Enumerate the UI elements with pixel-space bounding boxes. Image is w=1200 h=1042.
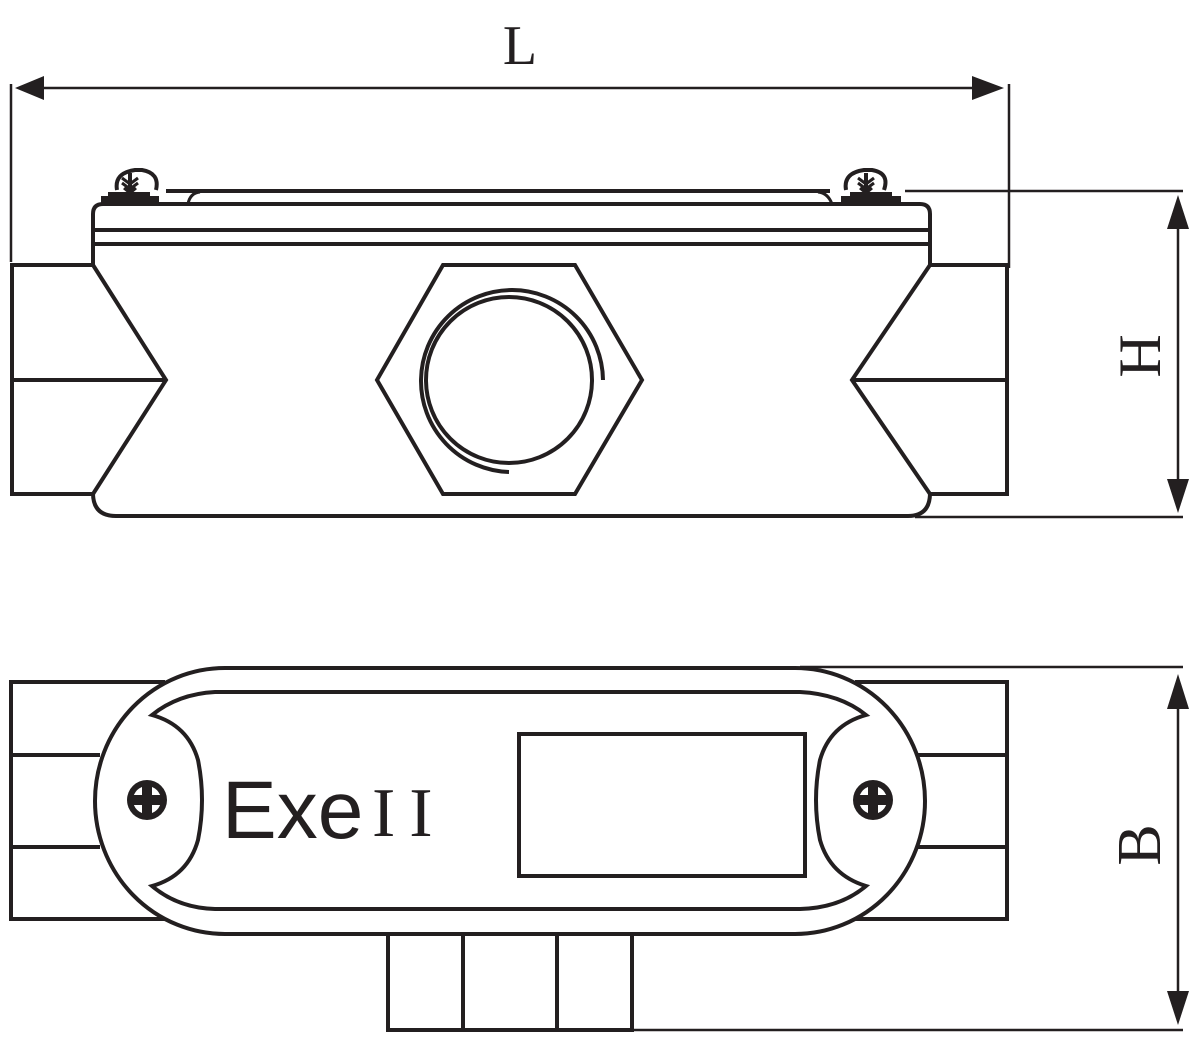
- screw-left-icon: [127, 780, 167, 820]
- nameplate-window: [517, 732, 807, 878]
- conduit-entry-bottom-plan: [386, 933, 634, 1032]
- dimension-label-l: L: [503, 15, 537, 77]
- screw-right-icon: [853, 780, 893, 820]
- dimension-h: H: [905, 189, 1189, 519]
- arrowhead-up-icon: [1167, 674, 1189, 709]
- cover-left-fillet: [186, 190, 201, 205]
- body-bottom-edge: [91, 492, 932, 518]
- conduit-entry-left: [10, 263, 169, 496]
- dimension-b: B: [630, 665, 1189, 1032]
- cover-inner-outline: [147, 690, 871, 911]
- body-top-edge-left: [91, 202, 108, 265]
- hub-thread-spiral: [419, 288, 605, 474]
- arrowhead-left-icon: [15, 76, 44, 100]
- cover-screw-right-icon: [841, 168, 901, 204]
- arrowhead-down-icon: [1167, 991, 1189, 1025]
- cover-marking-class: II: [372, 775, 447, 852]
- arrowhead-down-icon: [1167, 479, 1189, 513]
- cover-marking-exe: Exe: [222, 765, 363, 856]
- arrowhead-up-icon: [1167, 195, 1189, 229]
- cover-screw-left-icon: [101, 168, 159, 204]
- arrowhead-right-icon: [972, 76, 1004, 100]
- dimension-label-b: B: [1106, 824, 1174, 865]
- conduit-entry-right-plan: [855, 680, 1009, 921]
- conduit-entry-right: [849, 263, 1009, 496]
- conduit-entry-left-plan: [9, 680, 165, 921]
- elevation-view: [10, 168, 1009, 518]
- cover-right-fillet: [817, 190, 834, 205]
- cover-outer-oval: [93, 666, 927, 936]
- body-top-edge-right: [108, 202, 932, 265]
- dimension-l: L: [9, 15, 1011, 268]
- plan-view: Exe II: [9, 666, 1009, 1032]
- hex-hub-icon: [374, 263, 645, 496]
- dimension-label-h: H: [1107, 334, 1173, 377]
